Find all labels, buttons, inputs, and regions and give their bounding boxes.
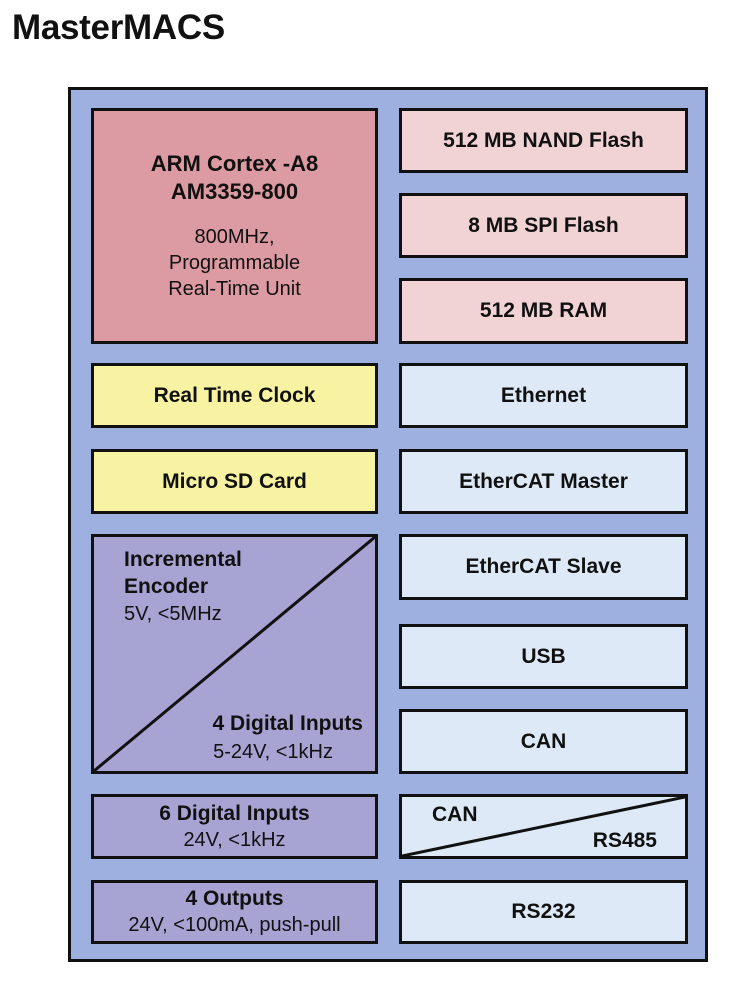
can-rs485-rs485-label: RS485 — [592, 829, 657, 852]
encoder-divider-line — [94, 537, 375, 771]
cpu-pru-line2: Real-Time Unit — [168, 278, 301, 300]
rtc-label: Real Time Clock — [153, 383, 316, 407]
can-rs485-can-label: CAN — [432, 803, 478, 826]
rs232-label: RS232 — [511, 900, 576, 923]
rs232-block: RS232 — [399, 880, 688, 944]
ethercat-slave-label: EtherCAT Slave — [465, 555, 622, 578]
cpu-name: ARM Cortex -A8 — [150, 151, 319, 176]
digital-inputs-6-title: 6 Digital Inputs — [159, 801, 310, 825]
digital-inputs-4-spec: 5-24V, <1kHz — [213, 741, 333, 763]
spi-flash-block: 8 MB SPI Flash — [399, 193, 688, 258]
encoder-spec: 5V, <5MHz — [124, 603, 222, 625]
ethercat-master-block: EtherCAT Master — [399, 449, 688, 514]
nand-flash-label: 512 MB NAND Flash — [443, 128, 644, 152]
can-label: CAN — [520, 729, 567, 753]
sd-card-label: Micro SD Card — [162, 469, 307, 493]
digital-inputs-6-spec: 24V, <1kHz — [183, 828, 286, 851]
sd-card-block: Micro SD Card — [91, 449, 378, 514]
encoder-title-line2: Encoder — [124, 575, 209, 598]
ethercat-master-label: EtherCAT Master — [459, 469, 628, 493]
can-rs485-divider-line — [402, 797, 685, 856]
outputs-title: 4 Outputs — [185, 887, 284, 910]
encoder-digital-inputs-block: Incremental Encoder 5V, <5MHz 4 Digital … — [91, 534, 378, 774]
can-rs485-block: CAN RS485 — [399, 794, 688, 859]
ram-block: 512 MB RAM — [399, 278, 688, 344]
rtc-block: Real Time Clock — [91, 363, 378, 428]
digital-inputs-4-title: 4 Digital Inputs — [212, 712, 363, 735]
ethernet-block: Ethernet — [399, 363, 688, 428]
ram-label: 512 MB RAM — [479, 299, 608, 322]
cpu-block: ARM Cortex -A8 AM3359-800 800MHz, Progra… — [91, 108, 378, 344]
can-block: CAN — [399, 709, 688, 774]
usb-block: USB — [399, 624, 688, 689]
outputs-spec: 24V, <100mA, push-pull — [128, 914, 341, 936]
outputs-block: 4 Outputs 24V, <100mA, push-pull — [91, 880, 378, 944]
cpu-model: AM3359-800 — [170, 179, 299, 204]
encoder-title-line1: Incremental — [124, 548, 242, 571]
spi-flash-label: 8 MB SPI Flash — [468, 213, 619, 237]
cpu-pru-line1: Programmable — [168, 252, 301, 274]
cpu-clock: 800MHz, — [194, 226, 275, 248]
ethercat-slave-block: EtherCAT Slave — [399, 534, 688, 600]
nand-flash-block: 512 MB NAND Flash — [399, 108, 688, 173]
diagram-title: MasterMACS — [12, 8, 225, 47]
digital-inputs-6-block: 6 Digital Inputs 24V, <1kHz — [91, 794, 378, 859]
usb-label: USB — [521, 644, 566, 668]
ethernet-label: Ethernet — [500, 383, 587, 407]
